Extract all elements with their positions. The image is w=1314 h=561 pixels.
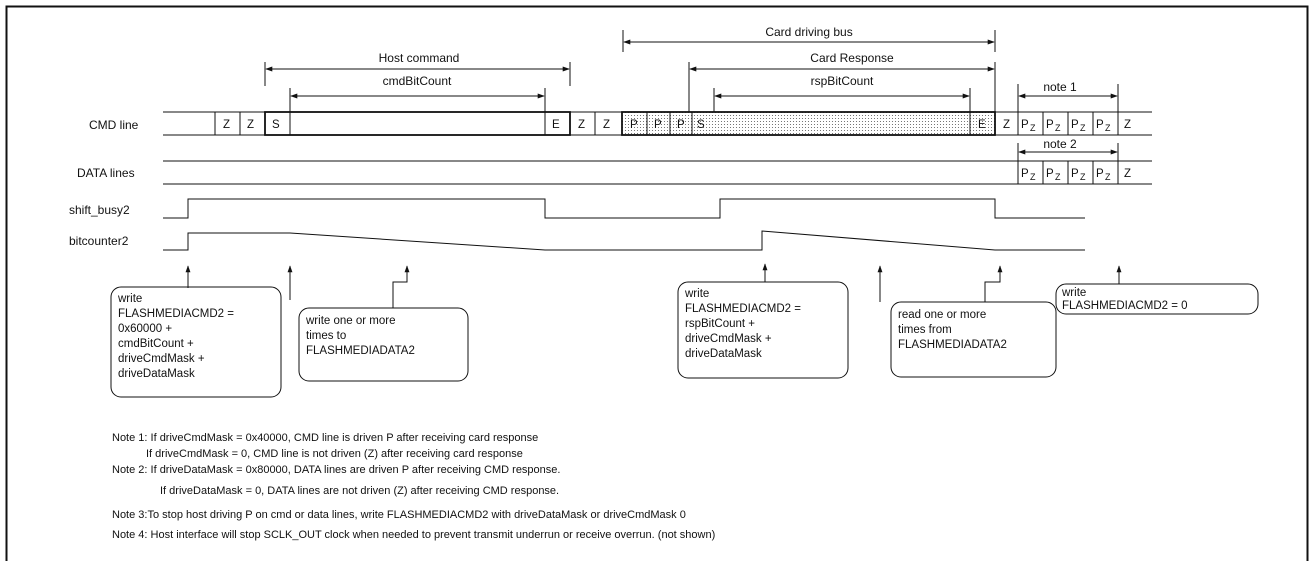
notes: Note 1: If driveCmdMask = 0x40000, CMD l… (112, 432, 715, 541)
data-cell-z: Z (1124, 168, 1131, 180)
note-1: Note 1: If driveCmdMask = 0x40000, CMD l… (112, 432, 538, 444)
span-host-command: Host command (264, 51, 571, 86)
svg-text:P: P (1046, 119, 1054, 131)
svg-text:Z: Z (1080, 172, 1086, 182)
callout-read-data-text: read one or more times from FLASHMEDIADA… (898, 309, 1007, 351)
shift-busy2-label: shift_busy2 (69, 203, 130, 217)
span-card-response: Card Response (688, 51, 996, 112)
svg-text:P: P (1071, 119, 1079, 131)
note-4: Note 4: Host interface will stop SCLK_OU… (112, 529, 715, 541)
svg-text:Z: Z (1105, 123, 1111, 133)
data-lines-label: DATA lines (77, 166, 135, 180)
svg-text:P: P (1096, 168, 1104, 180)
cmd-cell-z4: Z (603, 119, 610, 131)
span-note1: note 1 (1017, 80, 1119, 112)
host-command-label: Host command (379, 51, 460, 65)
note2-label: note 2 (1043, 137, 1077, 151)
note-1-cont: If driveCmdMask = 0, CMD line is not dri… (146, 448, 523, 460)
svg-text:P: P (1021, 119, 1029, 131)
cmd-bit-count-label: cmdBitCount (383, 74, 452, 88)
event-arrows (185, 263, 1122, 308)
span-rsp-bit-count: rspBitCount (713, 74, 971, 112)
callout-write-data-text: write one or more times to FLASHMEDIADAT… (305, 315, 415, 357)
cmd-cell-e-rsp: E (978, 119, 986, 131)
callout-write-cmd-text: write FLASHMEDIACMD2 = 0x60000 + cmdBitC… (117, 293, 237, 380)
note-2: Note 2: If driveDataMask = 0x80000, DATA… (112, 464, 560, 476)
cmd-cell-p1: P (630, 119, 638, 131)
span-cmd-bit-count: cmdBitCount (289, 74, 546, 112)
cmd-cell-p3: P (677, 119, 685, 131)
svg-text:P: P (1096, 119, 1104, 131)
cmd-cell-z1: Z (223, 119, 230, 131)
svg-text:Z: Z (1080, 123, 1086, 133)
bitcounter2-label: bitcounter2 (69, 234, 129, 248)
diagram-frame (5, 5, 1309, 561)
callout-read-data: read one or more times from FLASHMEDIADA… (890, 301, 1057, 378)
span-note2: note 2 (1017, 137, 1119, 161)
callout-write-cmd: write FLASHMEDIACMD2 = 0x60000 + cmdBitC… (110, 286, 282, 398)
cmd-cell-s-rsp: S (697, 119, 705, 131)
cmd-cell-s: S (272, 119, 280, 131)
shift-busy2-waveform (163, 198, 1085, 219)
bitcounter2-waveform (163, 230, 1085, 251)
cmd-cell-z3: Z (578, 119, 585, 131)
cmd-line-label: CMD line (89, 118, 139, 132)
cmd-cell-z6: Z (1124, 119, 1131, 131)
svg-text:Z: Z (1030, 172, 1036, 182)
span-card-driving-bus: Card driving bus (622, 25, 996, 52)
rsp-bit-count-label: rspBitCount (811, 74, 874, 88)
svg-text:Z: Z (1105, 172, 1111, 182)
svg-text:Z: Z (1055, 123, 1061, 133)
note-3: Note 3:To stop host driving P on cmd or … (112, 509, 686, 521)
callout-write-rsp: write FLASHMEDIACMD2 = rspBitCount + dri… (677, 281, 849, 379)
callout-write-data: write one or more times to FLASHMEDIADAT… (298, 307, 469, 382)
note1-label: note 1 (1043, 80, 1077, 94)
svg-text:Z: Z (1030, 123, 1036, 133)
svg-text:P: P (1046, 168, 1054, 180)
cmd-cell-z5: Z (1003, 119, 1010, 131)
callout-write-zero-text: write FLASHMEDIACMD2 = 0 (1061, 287, 1188, 312)
card-driving-bus-label: Card driving bus (765, 25, 852, 39)
cmd-cell-p2: P (654, 119, 662, 131)
svg-text:Z: Z (1055, 172, 1061, 182)
note-2-cont: If driveDataMask = 0, DATA lines are not… (160, 485, 559, 497)
callout-write-rsp-text: write FLASHMEDIACMD2 = rspBitCount + dri… (684, 288, 804, 360)
card-response-label: Card Response (810, 51, 894, 65)
svg-text:P: P (1021, 168, 1029, 180)
svg-text:P: P (1071, 168, 1079, 180)
cmd-cell-z2: Z (247, 119, 254, 131)
cmd-cell-e: E (552, 119, 560, 131)
callout-write-zero: write FLASHMEDIACMD2 = 0 (1055, 283, 1259, 315)
